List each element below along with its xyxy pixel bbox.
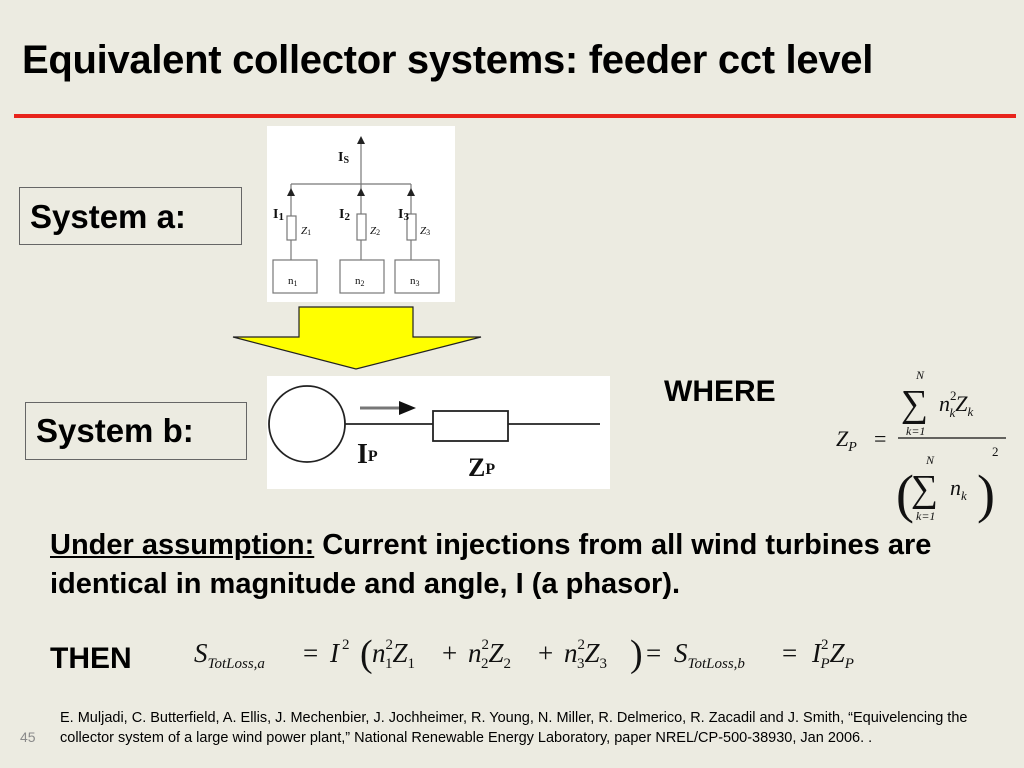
zp-den-sum-upper: N — [925, 453, 935, 467]
system-b-current-label: IP — [357, 439, 378, 470]
system-b-impedance-label: ZP — [468, 453, 495, 482]
title-divider — [14, 114, 1016, 118]
branch-1-current-label: I1 — [273, 207, 284, 223]
current-direction-arrow — [399, 401, 416, 415]
branch-2-current-label: I2 — [339, 207, 350, 223]
system-a-diagram-panel: IS I1 I2 I3 Z1 Z2 Z3 n1 n2 n3 — [267, 126, 455, 302]
zp-den-power: 2 — [992, 444, 999, 459]
zp-num-sum-upper: N — [915, 368, 925, 382]
zp-den-sum-sign: ∑ — [911, 468, 938, 510]
equivalence-arrow-icon — [232, 306, 482, 370]
node-1-label: n1 — [288, 275, 298, 288]
loss-eq3: = — [782, 638, 797, 668]
zp-den-lparen: ( — [896, 464, 914, 524]
zp-equals: = — [874, 426, 886, 451]
system-a-label-box: System a: — [19, 187, 242, 245]
branch-1-impedance-label: Z1 — [301, 225, 311, 237]
zp-den-rparen: ) — [977, 464, 995, 524]
branch-2-impedance-label: Z2 — [370, 225, 380, 237]
zp-num-sum-lower: k=1 — [906, 424, 925, 438]
loss-a-term: STotLoss,a — [194, 638, 265, 672]
system-b-label: System b: — [36, 412, 194, 449]
source-current-arrow — [357, 136, 365, 144]
branch-3-current-label: I3 — [398, 207, 409, 223]
assumption-text: Current injections from all wind turbine… — [50, 529, 932, 600]
reference-citation: E. Muljadi, C. Butterfield, A. Ellis, J.… — [60, 710, 968, 746]
system-b-circuit: IP ZP — [268, 385, 600, 482]
source-current-label: IS — [338, 150, 349, 166]
loss-lparen: ( — [360, 633, 373, 675]
system-b-label-box: System b: — [25, 402, 247, 460]
assumption-lead: Under assumption: — [50, 529, 315, 561]
system-a-label: System a: — [30, 198, 186, 235]
zp-num-sum-sign: ∑ — [901, 383, 928, 425]
then-label: THEN — [50, 642, 132, 675]
slide-title: Equivalent collector systems: feeder cct… — [22, 38, 874, 82]
system-b-diagram-panel: IP ZP — [267, 376, 610, 489]
branch-1-current-arrow — [287, 188, 295, 196]
loss-rparen: ) — [630, 633, 643, 675]
loss-plus-1: + — [442, 638, 457, 668]
zp-lhs: ZP — [836, 426, 857, 455]
loss-eq2: = — [646, 638, 661, 668]
assumption-paragraph: Under assumption: Current injections fro… — [50, 526, 1010, 604]
zp-den-term: nk — [950, 475, 967, 503]
slide-number: 45 — [20, 729, 36, 745]
zp-den-sum-lower: k=1 — [916, 509, 935, 523]
branch-3-current-arrow — [407, 188, 415, 196]
where-label: WHERE — [664, 375, 776, 408]
loss-eq1: = — [303, 638, 318, 668]
node-2-label: n2 — [355, 275, 365, 288]
loss-b-term: STotLoss,b — [674, 638, 745, 672]
node-3-label: n3 — [410, 275, 420, 288]
system-a-circuit: IS I1 I2 I3 Z1 Z2 Z3 n1 n2 n3 — [272, 136, 440, 294]
loss-plus-2: + — [538, 638, 553, 668]
branch-2-current-arrow — [357, 188, 365, 196]
branch-3-impedance-label: Z3 — [420, 225, 430, 237]
